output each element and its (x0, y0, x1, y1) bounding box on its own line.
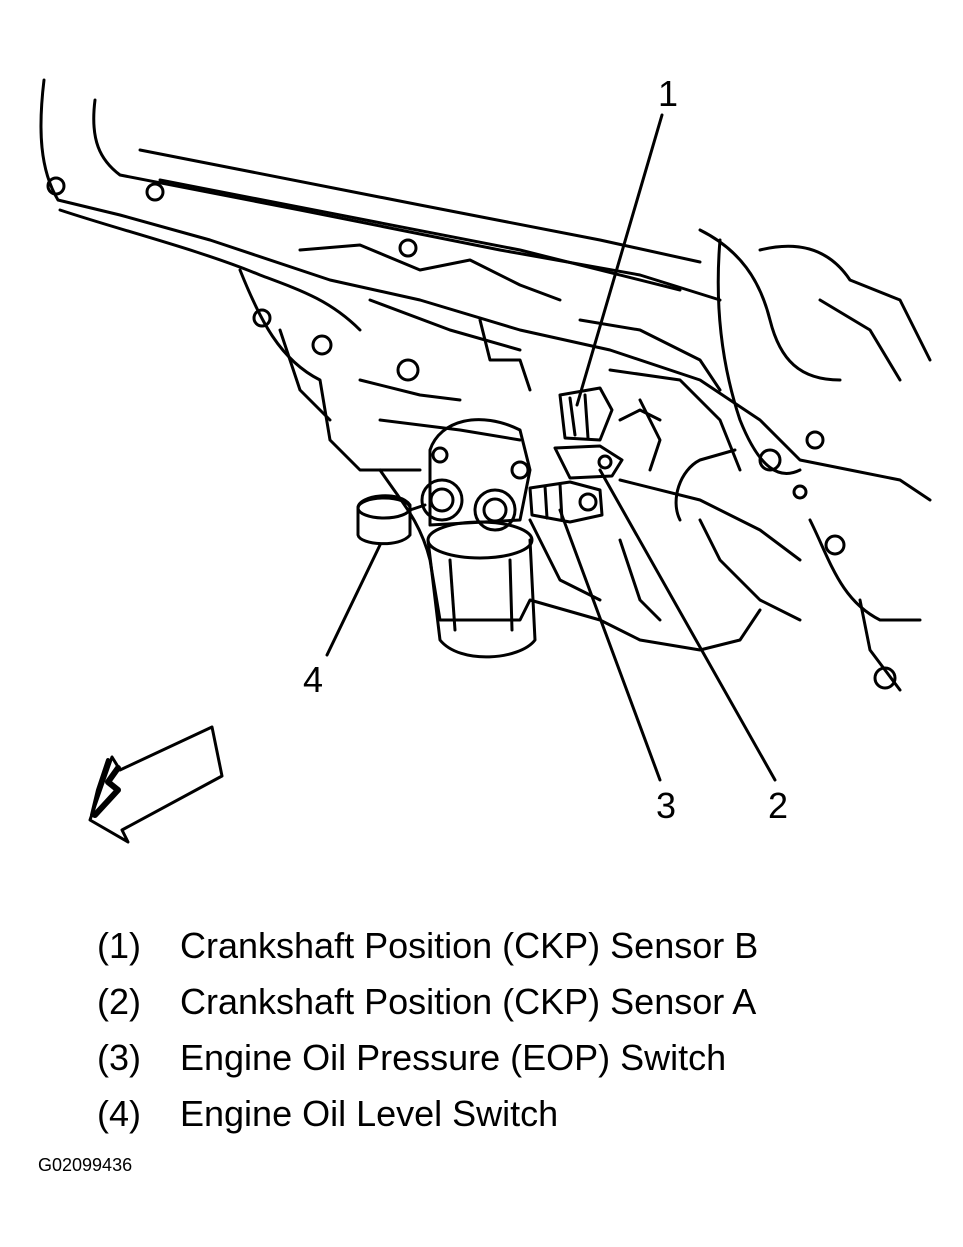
ckp-sensor-b (558, 386, 614, 442)
legend-item: (1) Crankshaft Position (CKP) Sensor B (97, 918, 917, 974)
callout-2: 2 (768, 785, 789, 826)
legend-label: Crankshaft Position (CKP) Sensor B (180, 925, 759, 966)
ckp-sensor-a (553, 408, 662, 480)
legend-number: (3) (97, 1037, 141, 1078)
legend-number: (4) (97, 1093, 141, 1134)
legend-item: (2) Crankshaft Position (CKP) Sensor A (97, 974, 917, 1030)
wiring-harness (638, 238, 802, 522)
eop-switch (528, 480, 604, 524)
legend-item: (4) Engine Oil Level Switch (97, 1086, 917, 1142)
callout-4: 4 (303, 659, 324, 700)
legend-number: (2) (97, 981, 141, 1022)
front-direction-arrow (88, 725, 224, 844)
figure-id: G02099436 (38, 1155, 133, 1175)
legend-label: Crankshaft Position (CKP) Sensor A (180, 981, 757, 1022)
oil-pan (378, 468, 762, 652)
legend-number: (1) (97, 925, 141, 966)
callout-1: 1 (658, 73, 679, 114)
callout-3: 3 (656, 785, 677, 826)
engine-block (39, 78, 932, 692)
oil-filter-adapter (420, 418, 532, 532)
engine-diagram (39, 78, 932, 844)
oil-level-switch (356, 494, 427, 546)
oil-filter (426, 520, 537, 659)
leader-lines (325, 113, 777, 782)
legend-label: Engine Oil Pressure (EOP) Switch (180, 1037, 727, 1078)
engine-bolts (46, 176, 897, 690)
legend-item: (3) Engine Oil Pressure (EOP) Switch (97, 1030, 917, 1086)
legend-label: Engine Oil Level Switch (180, 1093, 559, 1134)
legend: (1) Crankshaft Position (CKP) Sensor B (… (97, 918, 917, 1142)
